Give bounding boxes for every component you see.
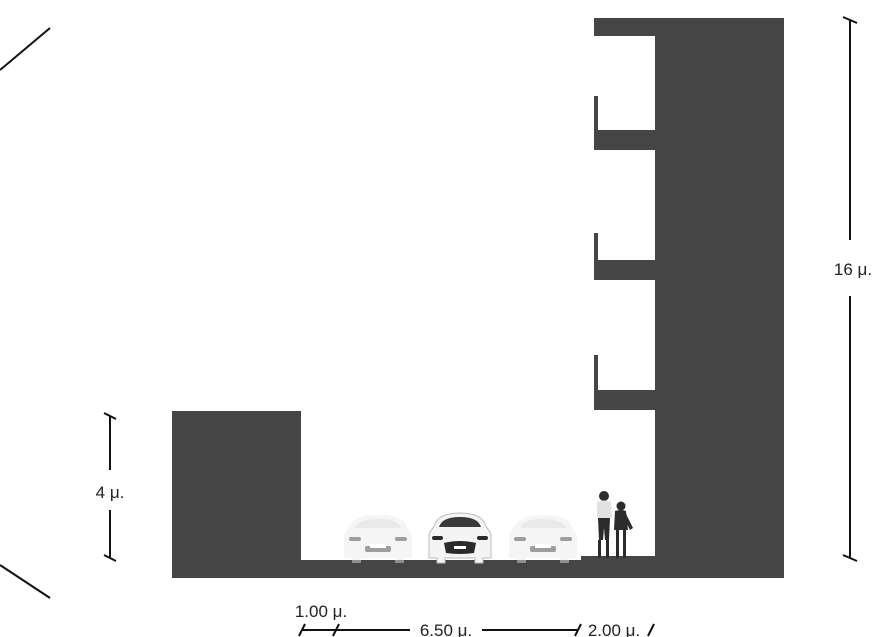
roadway-label: 6.50 μ. — [420, 621, 472, 637]
balcony-2 — [594, 233, 656, 280]
car-icon — [344, 515, 412, 563]
road-surface — [336, 563, 581, 565]
balcony-3 — [594, 355, 656, 410]
dimension-widths: 1.00 μ. 6.50 μ. 2.00 μ. — [295, 602, 655, 637]
right-height-label: 16 μ. — [834, 260, 872, 279]
roof-slab — [594, 18, 656, 36]
dimension-left-height: 4 μ. — [96, 412, 125, 562]
dimension-right-height: 16 μ. — [834, 16, 872, 562]
pedestrians-icon — [597, 491, 633, 558]
balcony-1 — [594, 96, 656, 150]
left-building — [172, 411, 301, 578]
ground-slab — [172, 560, 784, 578]
sidewalk-left-label: 1.00 μ. — [295, 602, 347, 621]
frame-line-bottom — [0, 564, 51, 599]
left-height-label: 4 μ. — [96, 483, 125, 502]
car-icon — [428, 512, 492, 564]
sidewalk-right-label: 2.00 μ. — [588, 621, 640, 637]
right-building — [655, 18, 784, 578]
right-sidewalk — [581, 556, 656, 564]
car-icon — [509, 515, 577, 563]
frame-line-top — [0, 27, 51, 71]
